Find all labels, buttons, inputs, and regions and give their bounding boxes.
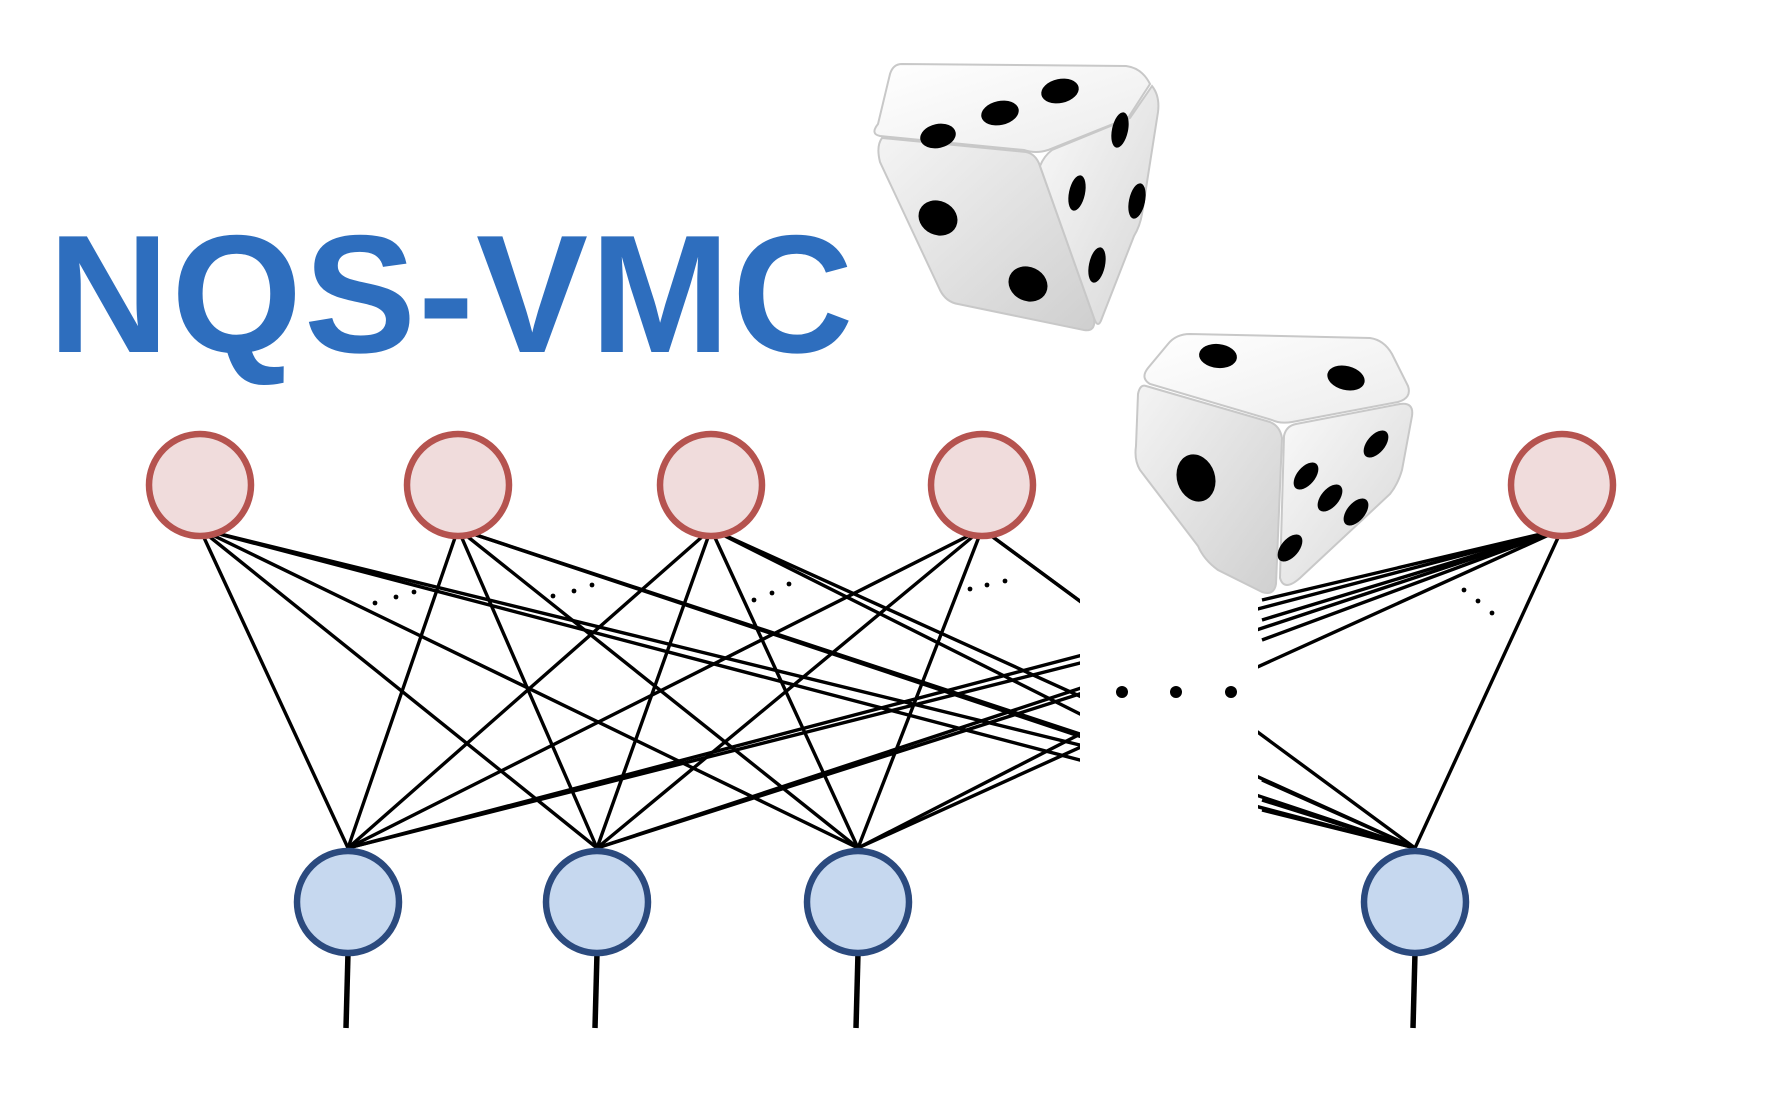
- network-edge: [596, 688, 1093, 850]
- network-edge: [1261, 778, 1416, 850]
- dice-icon: [1134, 332, 1414, 594]
- dice-icon: [873, 62, 1160, 332]
- network-edge: [198, 527, 599, 850]
- visible-node: [293, 847, 403, 957]
- visible-leg: [1410, 952, 1418, 1029]
- hidden-node: [403, 430, 513, 540]
- hidden-layer: [145, 430, 1617, 540]
- network-edge: [1261, 527, 1563, 622]
- network-edges: [198, 527, 1564, 850]
- network-edge: [347, 527, 1563, 850]
- network-edge: [1261, 808, 1416, 850]
- visible-node: [803, 847, 913, 957]
- network-edge: [596, 527, 1563, 850]
- hidden-node: [145, 430, 255, 540]
- visible-node: [1360, 847, 1470, 957]
- network-edge: [198, 528, 350, 849]
- ellipsis: [1116, 686, 1237, 698]
- network-edge: [346, 528, 460, 849]
- diagram-title: NQS-VMC: [48, 200, 855, 388]
- visible-node: [542, 847, 652, 957]
- visible-leg: [343, 952, 351, 1029]
- visible-layer: [293, 847, 1470, 957]
- network-edge: [857, 726, 1093, 850]
- network-edge: [347, 658, 1093, 850]
- hidden-node: [927, 430, 1037, 540]
- network-edge: [709, 528, 860, 849]
- network-edge: [346, 527, 713, 850]
- visible-leg: [853, 952, 861, 1029]
- network-edge: [456, 527, 860, 850]
- visible-legs: [343, 952, 1418, 1029]
- network-edge: [1261, 527, 1563, 642]
- network-edge: [457, 527, 1093, 740]
- network-edge: [710, 527, 1093, 722]
- network-edge: [199, 527, 1093, 750]
- dotted-hints: [372, 578, 1495, 616]
- network-edge: [856, 528, 984, 849]
- network-edge: [980, 527, 1094, 612]
- network-edge: [595, 527, 984, 850]
- hidden-node: [656, 430, 766, 540]
- visible-leg: [592, 952, 600, 1029]
- network-edge: [1261, 527, 1563, 602]
- hidden-node: [1507, 430, 1617, 540]
- network-edge: [1413, 528, 1564, 849]
- network-edge: [595, 528, 713, 849]
- network-edge: [347, 527, 983, 850]
